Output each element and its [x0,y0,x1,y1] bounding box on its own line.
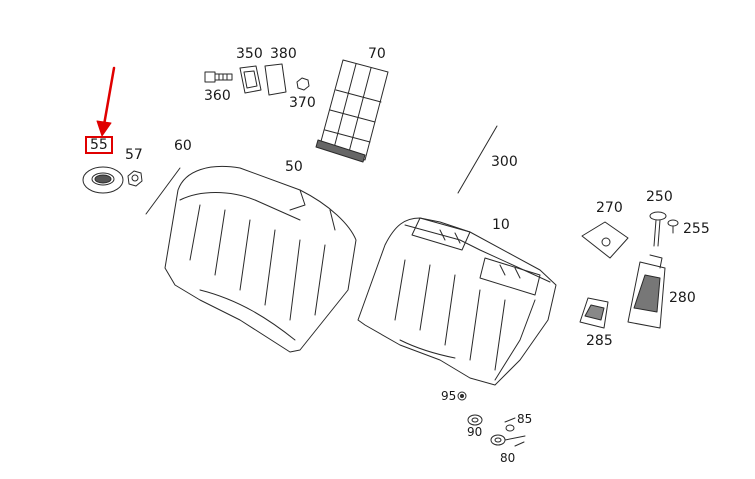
part-300-rod[interactable] [457,125,498,194]
part-57-nut[interactable] [127,170,143,187]
part-label-350[interactable]: 350 [236,46,263,62]
part-label-255[interactable]: 255 [683,221,710,237]
part-255-screw[interactable] [667,219,679,234]
part-label-360[interactable]: 360 [204,88,231,104]
part-label-70[interactable]: 70 [368,46,386,62]
part-label-300[interactable]: 300 [491,154,518,170]
part-85-clip[interactable] [504,417,516,432]
part-280-lock[interactable] [627,254,666,329]
part-250-pin[interactable] [649,211,667,247]
part-350-clip[interactable] [239,65,262,94]
part-label-50[interactable]: 50 [285,159,303,175]
part-label-250[interactable]: 250 [646,189,673,205]
part-label-90[interactable]: 90 [467,425,483,439]
part-label-280[interactable]: 280 [669,290,696,306]
part-label-10[interactable]: 10 [492,217,510,233]
part-90-bushing[interactable] [467,414,483,426]
part-60-rod[interactable] [145,167,181,215]
part-label-55[interactable]: 55 [85,136,113,154]
part-95-grommet[interactable] [457,391,467,401]
part-label-370[interactable]: 370 [289,95,316,111]
part-70-heating-mat[interactable] [315,59,389,163]
part-label-57[interactable]: 57 [125,147,143,163]
part-55-washer[interactable] [82,166,124,194]
part-50-seat-cover[interactable] [164,165,357,353]
part-270-bracket[interactable] [581,221,629,259]
part-label-270[interactable]: 270 [596,200,623,216]
highlight-arrow [96,66,116,137]
part-380-pad[interactable] [264,63,287,96]
part-label-60[interactable]: 60 [174,138,192,154]
part-10-seat-back[interactable] [357,217,557,386]
part-370-nut[interactable] [296,77,310,91]
part-label-285[interactable]: 285 [586,333,613,349]
part-360-bolt[interactable] [204,71,233,83]
part-label-85[interactable]: 85 [517,412,533,426]
part-label-380[interactable]: 380 [270,46,297,62]
part-label-95[interactable]: 95 [441,389,457,403]
part-285-module[interactable] [579,297,609,329]
part-80-hinge[interactable] [490,434,526,447]
part-label-80[interactable]: 80 [500,451,516,465]
